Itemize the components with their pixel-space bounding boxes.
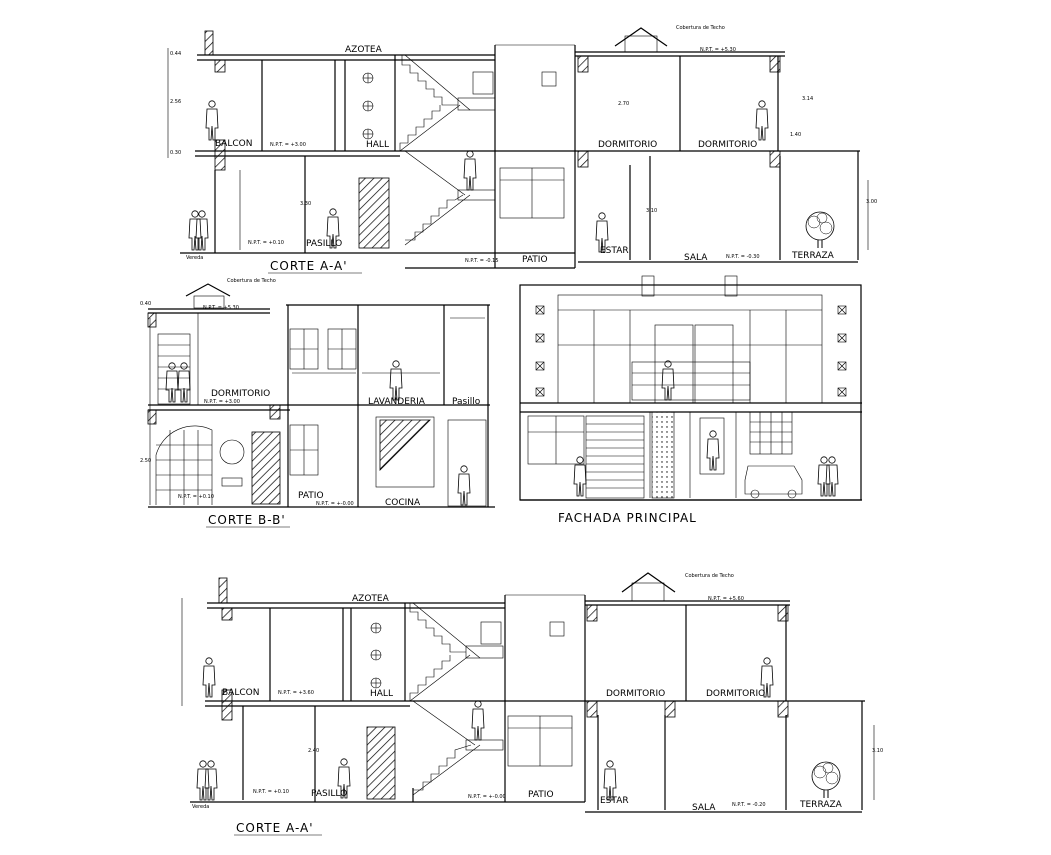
dim-7: 1.40 <box>790 132 801 138</box>
label-patio: PATIO <box>522 255 548 265</box>
level-npt-300-b: N.P.T. = +3.00 <box>204 399 240 405</box>
title-fachada: FACHADA PRINCIPAL <box>558 511 697 525</box>
label-sala: SALA <box>684 253 708 263</box>
label-patio-b: PATIO <box>298 491 324 501</box>
label-dormitorio-b: DORMITORIO <box>211 389 270 399</box>
label-dormitorio-1: DORMITORIO <box>598 140 657 150</box>
label-terraza-b: TERRAZA <box>799 800 843 810</box>
label-cobertura: Cobertura de Techo <box>676 25 725 31</box>
dim-4: 3.30 <box>300 201 311 207</box>
title-corte-a-bottom: CORTE A-A' <box>236 821 314 835</box>
dim-10: 2.50 <box>140 458 151 464</box>
label-cobertura-bottom: Cobertura de Techo <box>685 573 734 579</box>
level-npt-560: N.P.T. = +5.60 <box>708 596 744 602</box>
label-dormitorio-2: DORMITORIO <box>698 140 757 150</box>
level-npt-010-b: N.P.T. = +0.10 <box>253 789 289 795</box>
dim-11: 0.40 <box>140 301 151 307</box>
label-balcon-b: BALCON <box>222 688 259 698</box>
label-balcon: BALCON <box>215 139 252 149</box>
corte-a-top: AZOTEA BALCON HALL PASILLO PATIO DORMITO… <box>167 25 869 274</box>
level-npt-030: N.P.T. = -0.30 <box>726 254 760 260</box>
corte-a-bottom: AZOTEA BALCON HALL PASILLO PATIO DORMITO… <box>181 572 875 836</box>
level-npt-360: N.P.T. = +3.60 <box>278 690 314 696</box>
dim-8: 3.00 <box>866 199 877 205</box>
label-hall-b: HALL <box>370 689 393 699</box>
level-npt-015: N.P.T. = -0.15 <box>465 258 499 264</box>
dim-12: 3.10 <box>872 748 883 754</box>
dim-3: 0.30 <box>170 150 181 156</box>
level-npt-010: N.P.T. = +0.10 <box>248 240 284 246</box>
dim-2: 2.56 <box>170 99 181 105</box>
label-terraza: TERRAZA <box>791 251 835 261</box>
label-pasillo-b: PASILLO <box>311 789 347 799</box>
dimension-labels: 0.44 2.56 0.30 3.30 2.70 3.14 1.40 3.00 … <box>140 51 883 754</box>
dim-5: 2.70 <box>618 101 629 107</box>
label-azotea-b: AZOTEA <box>352 594 390 604</box>
level-npt-300: N.P.T. = +3.00 <box>270 142 306 148</box>
label-estar-b: ESTAR <box>600 796 629 806</box>
corte-b: Cobertura de Techo N.P.T. = +5.30 DORMIT… <box>147 278 495 528</box>
label-pasillo: PASILLO <box>306 239 342 249</box>
level-npt-530-b: N.P.T. = +5.30 <box>203 305 239 311</box>
title-corte-b: CORTE B-B' <box>208 513 286 527</box>
dim-9: 3.10 <box>646 208 657 214</box>
level-npt-530: N.P.T. = +5.30 <box>700 47 736 53</box>
label-estar: ESTAR <box>600 246 629 256</box>
label-azotea: AZOTEA <box>345 45 383 55</box>
label-hall: HALL <box>366 140 389 150</box>
dim-1: 0.44 <box>170 51 181 57</box>
label-pasillo-b: Pasillo <box>452 397 481 407</box>
dim-6: 3.14 <box>802 96 813 102</box>
label-sala-b: SALA <box>692 803 716 813</box>
dim-13: 2.40 <box>308 748 319 754</box>
label-patio-bottom: PATIO <box>528 790 554 800</box>
label-dormitorio-2-b: DORMITORIO <box>706 689 765 699</box>
title-corte-a-top: CORTE A-A' <box>270 259 348 273</box>
label-dormitorio-1-b: DORMITORIO <box>606 689 665 699</box>
label-vereda-b: Vereda <box>192 804 209 810</box>
label-cobertura-b: Cobertura de Techo <box>227 278 276 284</box>
level-npt-000-b: N.P.T. = +-0.00 <box>316 501 354 507</box>
level-npt-000-bottom: N.P.T. = +-0.00 <box>468 794 506 800</box>
level-npt-020: N.P.T. = -0.20 <box>732 802 766 808</box>
fachada-principal: FACHADA PRINCIPAL <box>519 275 862 525</box>
level-npt-bath: N.P.T. = +0.10 <box>178 494 214 500</box>
label-lavanderia: LAVANDERIA <box>368 397 426 407</box>
label-vereda: Vereda <box>186 255 203 261</box>
label-cocina: COCINA <box>385 498 421 508</box>
